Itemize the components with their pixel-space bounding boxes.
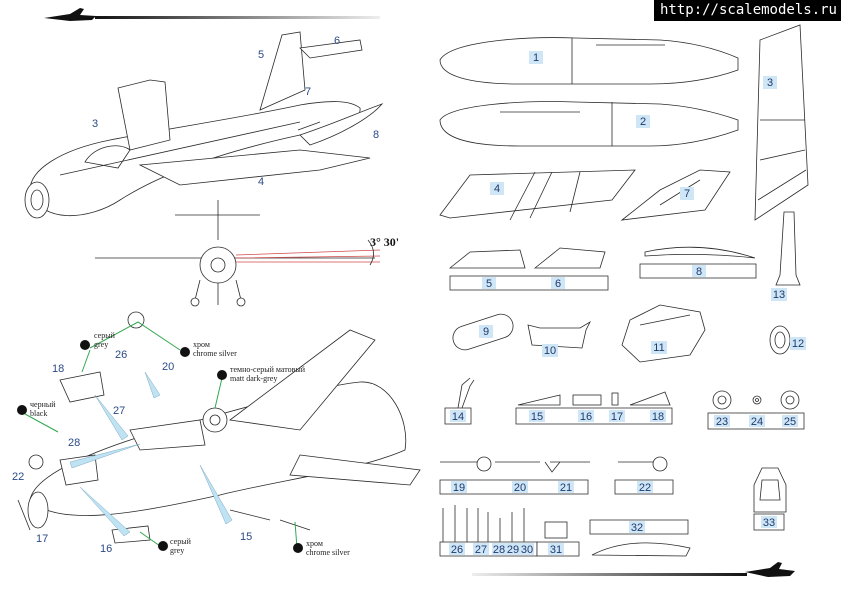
label-26: 26	[115, 349, 127, 361]
part-17: 17	[611, 411, 623, 423]
part-16: 16	[580, 411, 592, 423]
callout-chrome2-ru: хром	[306, 539, 323, 548]
part-1: 1	[533, 52, 539, 64]
part-15: 15	[531, 411, 543, 423]
aircraft-exploded-view	[17, 311, 421, 544]
part-29: 29	[507, 544, 519, 556]
header-jet-icon	[44, 8, 96, 21]
part-27: 27	[475, 544, 487, 556]
part-9: 9	[483, 326, 489, 338]
label-18: 18	[52, 363, 64, 375]
part-12: 12	[792, 338, 804, 350]
part-25: 25	[784, 416, 796, 428]
label-20: 20	[162, 361, 174, 373]
label-7: 7	[305, 86, 311, 98]
aircraft-three-quarter-view	[24, 31, 384, 219]
part-32: 32	[631, 522, 643, 534]
part-21: 21	[560, 482, 572, 494]
footer-jet-icon	[745, 562, 795, 577]
part-22: 22	[639, 482, 651, 494]
part-14: 14	[452, 411, 464, 423]
part-numbers: 1 2 3 4 5 6 7 8 9 10 11 12 13 14 15 16 1…	[449, 51, 806, 556]
part-30: 30	[521, 544, 533, 556]
label-8: 8	[373, 129, 379, 141]
part-5: 5	[486, 278, 492, 290]
part-23: 23	[716, 416, 728, 428]
watermark: http://scalemodels.ru	[653, 0, 841, 21]
label-27: 27	[113, 405, 125, 417]
assembly-arrows	[69, 371, 233, 537]
part-28: 28	[493, 544, 505, 556]
callout-darkgrey-ru: темно-серый матовый	[230, 365, 306, 374]
callout-black-ru: черный	[30, 400, 56, 409]
part-33: 33	[763, 517, 775, 529]
dihedral-angle-label: 3° 30'	[370, 235, 399, 249]
label-6: 6	[334, 35, 340, 47]
part-20: 20	[514, 482, 526, 494]
part-4: 4	[494, 183, 500, 195]
label-5: 5	[258, 49, 264, 61]
part-18: 18	[652, 411, 664, 423]
label-15: 15	[240, 531, 252, 543]
label-16: 16	[100, 543, 112, 555]
paint-drop-icons	[17, 340, 303, 553]
callout-darkgrey-en: matt dark-grey	[230, 374, 277, 383]
part-3: 3	[767, 77, 773, 89]
callout-grey2-ru: серый	[170, 537, 192, 546]
part-10: 10	[544, 345, 556, 357]
part-11: 11	[653, 342, 664, 354]
part-26: 26	[451, 544, 463, 556]
callout-chrome-ru: хром	[193, 340, 210, 349]
header-bar	[95, 16, 380, 19]
part-7: 7	[684, 188, 690, 200]
leader-lines	[24, 321, 298, 549]
part-6: 6	[555, 278, 561, 290]
callout-chrome2-en: chrome silver	[306, 548, 350, 557]
aircraft-front-view	[95, 200, 381, 307]
label-4: 4	[258, 176, 264, 188]
parts-layout	[439, 24, 809, 557]
part-13: 13	[773, 289, 785, 301]
label-22: 22	[12, 471, 24, 483]
callout-black-en: black	[30, 409, 47, 418]
label-28: 28	[68, 437, 80, 449]
callout-grey2-en: grey	[170, 546, 184, 555]
part-19: 19	[453, 482, 465, 494]
part-24: 24	[751, 416, 763, 428]
label-3: 3	[92, 118, 98, 130]
label-17: 17	[36, 533, 48, 545]
part-31: 31	[550, 544, 562, 556]
callout-grey-ru: серый	[94, 331, 116, 340]
callout-grey-en: grey	[94, 340, 108, 349]
callout-chrome-en: chrome silver	[193, 349, 237, 358]
part-8: 8	[696, 266, 702, 278]
part-2: 2	[640, 116, 646, 128]
footer-bar	[472, 573, 747, 576]
